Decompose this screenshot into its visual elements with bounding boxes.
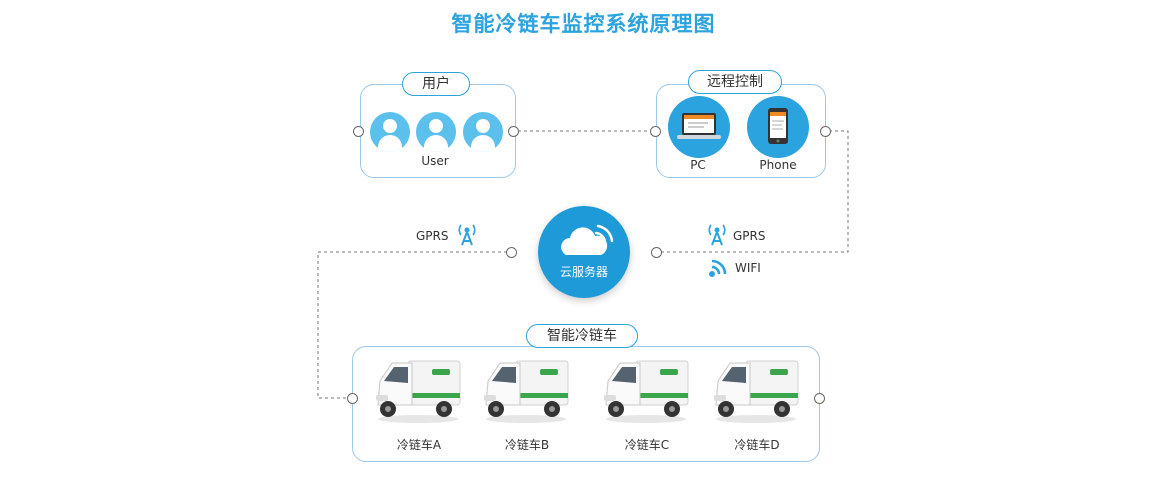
vehicles-group-label: 智能冷链车 (526, 324, 638, 348)
left-gprs-label: GPRS (416, 229, 449, 243)
vehicle-label: 冷链车A (396, 438, 442, 452)
antenna-icon (708, 224, 726, 246)
cloud-server: 云服务器 (538, 206, 630, 298)
user-port-left (353, 126, 364, 137)
vehicle-label: 冷链车D (734, 438, 780, 452)
laptop-icon (677, 113, 721, 139)
remote-group-label: 远程控制 (688, 70, 782, 94)
cloud-port-right (651, 247, 662, 258)
user-caption: User (421, 154, 449, 168)
vehicle-icon (480, 355, 572, 431)
vehicles-port-right (814, 393, 825, 404)
user-icon (463, 112, 503, 152)
diagram-title: 智能冷链车监控系统原理图 (451, 12, 716, 36)
phone-device (747, 96, 809, 158)
pc-device (668, 96, 730, 158)
vehicles-port-left (347, 393, 358, 404)
user-port-right (508, 126, 519, 137)
phone-icon (768, 108, 788, 144)
vehicle-icon (372, 355, 464, 431)
vehicle-label: 冷链车C (624, 438, 670, 452)
wifi-icon (709, 259, 727, 277)
antenna-icon (458, 224, 476, 246)
phone-caption: Phone (759, 158, 797, 172)
cloud-label: 云服务器 (559, 265, 608, 279)
remote-port-left (650, 126, 661, 137)
wifi-label: WIFI (735, 261, 761, 275)
vehicle-icon (600, 355, 692, 431)
user-icon (370, 112, 410, 152)
remote-port-right (820, 126, 831, 137)
user-icon (416, 112, 456, 152)
cloud-icon (561, 224, 614, 255)
pc-caption: PC (690, 158, 706, 172)
cloud-port-left (506, 247, 517, 258)
link-cloud-vehicles (317, 251, 507, 399)
vehicle-label: 冷链车B (504, 438, 550, 452)
vehicle-icon (710, 355, 802, 431)
link-remote-cloud (661, 130, 849, 253)
user-group-label: 用户 (402, 72, 470, 96)
right-gprs-label: GPRS (733, 229, 766, 243)
